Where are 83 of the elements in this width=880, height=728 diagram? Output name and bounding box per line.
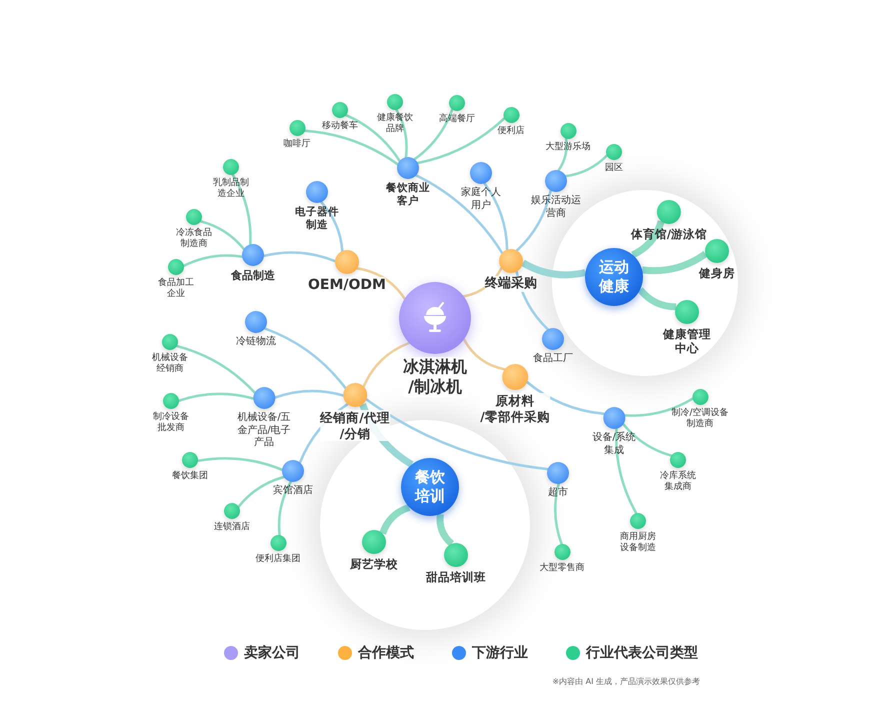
legend-label: 卖家公司 <box>244 644 300 662</box>
connector-line <box>637 287 676 310</box>
connector-line <box>516 189 552 252</box>
connector-line <box>344 114 401 162</box>
connector-line <box>320 200 344 252</box>
node-label: 乳制品制造企业 <box>213 178 249 200</box>
node-label: 大型游乐场 <box>546 142 590 154</box>
connector-line <box>274 390 344 399</box>
connector-line <box>196 457 284 472</box>
node-label: 健身房 <box>699 266 735 280</box>
connector-line <box>232 174 252 246</box>
connector-line <box>178 392 254 402</box>
node-label: 制冷/空调设备制造商 <box>671 408 729 430</box>
legend-label: 下游行业 <box>472 644 528 662</box>
node-label: 冷库系统集成商 <box>660 471 696 494</box>
node-label: 餐饮集团 <box>172 471 208 482</box>
connector-line <box>362 342 410 388</box>
node-label: 移动餐车 <box>322 121 358 132</box>
connector-line <box>414 174 504 254</box>
connector-line <box>526 380 606 416</box>
connector-line <box>557 138 568 172</box>
connector-line <box>237 476 286 508</box>
node-label: 连锁酒店 <box>214 522 250 534</box>
node-label: 制冷设备批发商 <box>153 412 189 434</box>
node-label: 冷冻食品制造商 <box>176 228 212 250</box>
node-label: 便利店集团 <box>256 554 300 566</box>
node-label: 超市 <box>548 487 568 500</box>
node-label: 冰淇淋机/制冰机 <box>403 357 467 397</box>
connector-line <box>379 504 410 535</box>
connector-line <box>462 338 506 371</box>
node-label: 食品制造 <box>231 269 275 283</box>
connector-line <box>303 129 399 166</box>
node-label: 餐饮培训 <box>415 468 445 506</box>
connector-line <box>642 251 708 274</box>
connector-line <box>364 398 549 470</box>
node-label: 食品加工企业 <box>158 278 194 300</box>
connector-line <box>176 344 256 394</box>
disclaimer-note: ※内容由 AI 生成，产品演示效果仅供参考 <box>552 676 700 687</box>
node-label: 冷链物流 <box>236 336 276 348</box>
node-label: 宾馆酒店 <box>273 485 313 498</box>
connector-line <box>182 254 244 268</box>
node-label: 运动健康 <box>599 258 629 296</box>
node-label: 机械设备经销商 <box>152 353 188 376</box>
connector-line <box>554 482 563 546</box>
connector-line <box>413 108 454 160</box>
connector-line <box>278 480 292 536</box>
node-label: 食品工厂 <box>533 353 573 366</box>
node-label: 机械设备/五金产品/电子产品 <box>237 412 291 450</box>
node-label: 电子器件制造 <box>295 206 339 232</box>
node-label: 园区 <box>605 163 623 174</box>
connector-line <box>262 251 336 262</box>
node-label: 原材料/零部件采购 <box>480 393 550 424</box>
node-label: 娱乐活动运营商 <box>531 195 581 220</box>
node-label: 健康餐饮品牌 <box>377 113 413 136</box>
node-label: 高端餐厅 <box>439 114 475 126</box>
node-label: 经销商/代理/分销 <box>320 410 390 442</box>
node-label: 设备/系统集成 <box>592 432 636 457</box>
connector-line <box>436 514 454 546</box>
connector-line <box>631 220 665 258</box>
node-label: 体育馆/游泳馆 <box>630 227 708 242</box>
node-label: 厨艺学校 <box>350 557 398 572</box>
node-label: 家庭个人用户 <box>461 187 501 212</box>
node-label: 终端采购 <box>485 276 537 292</box>
connector-line <box>199 220 246 250</box>
connector-line <box>483 182 508 251</box>
node-label: 咖啡厅 <box>284 139 310 150</box>
connector-line <box>622 422 673 457</box>
connector-line <box>416 117 506 164</box>
node-label: 甜品培训班 <box>426 570 486 584</box>
connector-line <box>521 260 586 278</box>
connector-line <box>356 267 406 300</box>
node-label: 餐饮商业客户 <box>386 182 430 208</box>
connector-line <box>615 427 638 514</box>
node-label: 健康管理中心 <box>663 327 711 356</box>
node-label: 大型零售商 <box>540 563 584 574</box>
legend-label: 合作模式 <box>358 644 414 662</box>
node-label: 便利店 <box>498 126 524 138</box>
connector-line <box>264 327 347 390</box>
legend-label: 行业代表公司类型 <box>586 644 698 662</box>
connector-line <box>395 108 408 158</box>
connector-line <box>623 398 694 417</box>
node-label: 商用厨房设备制造 <box>620 532 656 554</box>
connector-line <box>564 154 608 178</box>
